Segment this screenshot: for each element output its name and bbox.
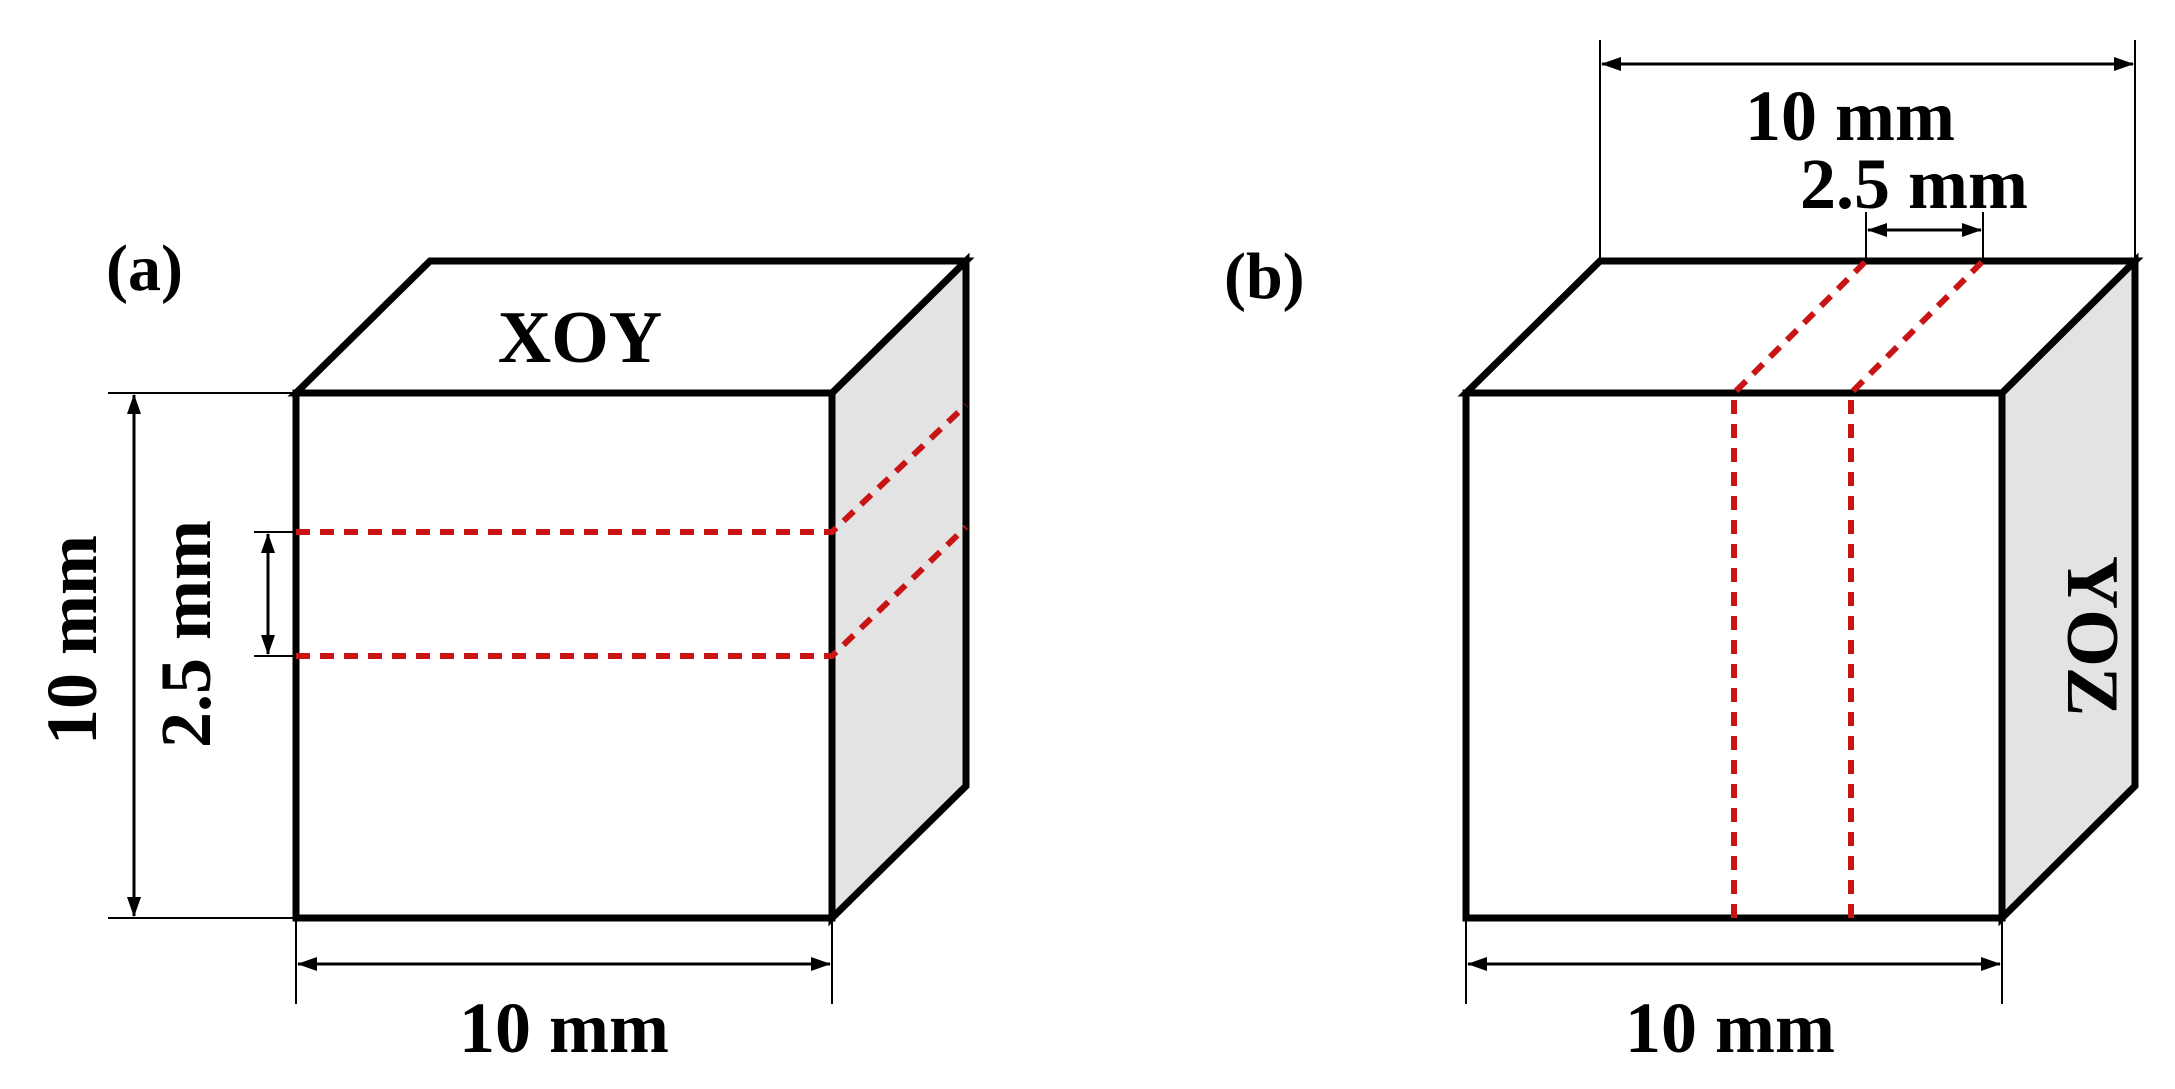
cube-a-cut-line-upper	[296, 402, 969, 535]
panel-b-label: (b)	[1224, 240, 1305, 313]
dim-a-slice: 2.5 mm	[146, 520, 296, 748]
dim-a-slice-label: 2.5 mm	[146, 520, 226, 748]
cube-a-cut-line-lower	[296, 524, 969, 659]
dim-b-slice: 2.5 mm	[1800, 144, 2028, 261]
dim-b-slice-label: 2.5 mm	[1800, 144, 2028, 224]
cube-b-cut-lines	[1731, 258, 1986, 918]
cube-a-cut-lines	[296, 402, 969, 659]
cube-a	[287, 252, 975, 927]
dim-a-height: 10 mm	[32, 392, 296, 919]
dim-a-width-label: 10 mm	[459, 988, 669, 1068]
dim-b-top-width: 10 mm	[1599, 40, 2136, 261]
panel-a-label: (a)	[106, 232, 183, 305]
face-label-yoz: YOZ	[2051, 556, 2133, 716]
panel-a: (a) XOY 10 mm 2.5 mm	[32, 232, 975, 1068]
dim-b-top-width-label: 10 mm	[1745, 76, 1955, 156]
dim-b-width-label: 10 mm	[1625, 988, 1835, 1068]
dim-a-width: 10 mm	[295, 918, 833, 1068]
cube-b-cut-line-right	[1848, 258, 1986, 918]
dim-b-width: 10 mm	[1465, 918, 2003, 1068]
face-label-xoy: XOY	[498, 297, 662, 379]
dim-a-height-label: 10 mm	[32, 535, 112, 745]
panel-b: (b) YOZ 10 mm 2.5 mm	[1224, 40, 2144, 1068]
cube-b-cut-line-left	[1731, 258, 1869, 918]
cube-b	[1457, 252, 2144, 927]
